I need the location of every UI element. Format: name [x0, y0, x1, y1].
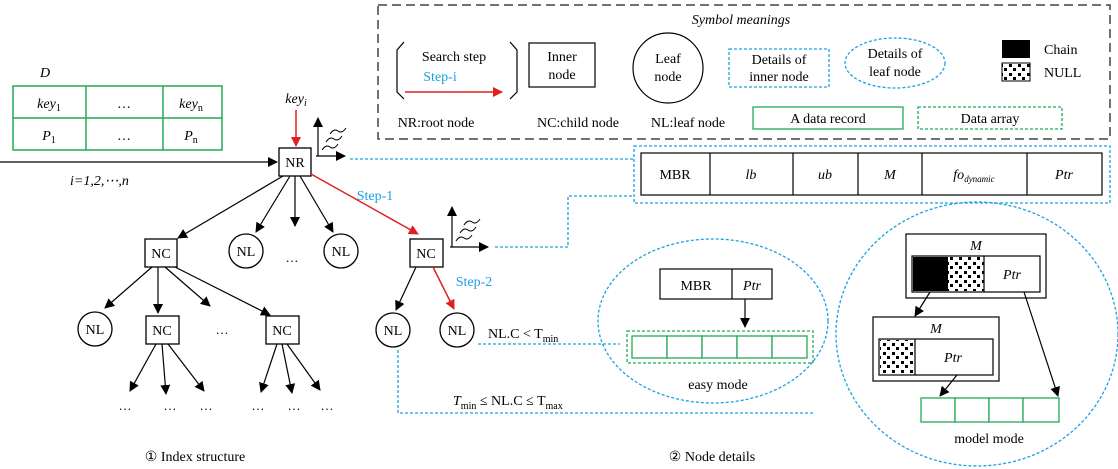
legend-details-leaf: Details of leaf node [844, 37, 946, 89]
tree-ellipsis: … [252, 398, 265, 413]
null-cell [880, 340, 914, 374]
legend-box: Symbol meanings Search step Step-i Inner… [377, 4, 1111, 140]
dataset-p1: P1 [41, 129, 56, 146]
legend-details-leaf-line1: Details of [868, 47, 923, 62]
nr-mini-plot [313, 117, 347, 161]
tree-ellipsis: … [286, 250, 299, 265]
nc-node-label: NC [151, 247, 170, 262]
index-tree: NR Step-1 NC NL … NL NC [77, 117, 493, 465]
nc-node [144, 238, 178, 268]
legend-data-record: A data record [752, 106, 904, 130]
nc-node [265, 315, 300, 345]
legend-data-array-label: Data array [961, 112, 1020, 127]
legend-null: NULL [1001, 62, 1081, 82]
nl-node-active [439, 312, 475, 348]
nl-node [77, 311, 113, 347]
legend-details-inner-line2: inner node [749, 70, 808, 85]
tree-ellipsis: … [164, 398, 177, 413]
nc-node-label: NC [152, 324, 171, 339]
legend-data-array: Data array [917, 106, 1063, 130]
dataset-key1: key1 [37, 97, 61, 114]
nr-node-label: NR [285, 156, 305, 171]
easy-ptr: Ptr [742, 279, 761, 294]
legend-step-i-label: Step-i [423, 70, 457, 85]
field-fo-dynamic: fodynamic [953, 168, 994, 184]
dataset-label: D [39, 66, 50, 81]
step1-arrow [310, 173, 419, 235]
tree-ellipsis: … [119, 398, 132, 413]
easy-mode-detail: MBR Ptr easy mode [597, 238, 829, 404]
field-ptr: Ptr [1054, 168, 1073, 183]
legend-details-inner-line1: Details of [752, 53, 807, 68]
legend-details-inner: Details of inner node [728, 48, 830, 88]
model-ptr-second: Ptr [943, 351, 962, 366]
legend-inner-node: Inner node [528, 42, 596, 88]
tree-ellipsis: … [216, 322, 229, 337]
nl-node-label: NL [86, 323, 105, 338]
field-mbr: MBR [659, 168, 691, 183]
legend-search-step-label: Search step [422, 50, 486, 65]
nc-mini-plot [447, 206, 489, 252]
detail-links [350, 158, 815, 414]
field-m: M [883, 168, 897, 183]
model-m-top: M [969, 239, 983, 254]
nl-node [228, 233, 264, 269]
model-ptr-top: Ptr [1002, 268, 1021, 283]
legend-chain-label: Chain [1044, 43, 1077, 58]
legend-nc-desc: NC:child node [537, 116, 619, 131]
tree-ellipsis: … [288, 398, 301, 413]
nl-node-label: NL [384, 324, 403, 339]
iteration-label: i=1,2,⋯,n [70, 174, 129, 189]
legend-data-record-label: A data record [790, 112, 865, 127]
field-ub: ub [818, 168, 832, 183]
nc-node [145, 315, 180, 345]
legend-leaf-line1: Leaf [655, 52, 681, 67]
legend-inner-line1: Inner [547, 50, 577, 65]
dataset-row1-ellipsis: … [117, 97, 131, 112]
legend-title: Symbol meanings [692, 13, 791, 28]
null-cell [948, 257, 984, 291]
dataset-row2-ellipsis: … [117, 129, 131, 144]
tree-ellipsis: … [321, 398, 334, 413]
model-m-second: M [929, 322, 943, 337]
nl-node [375, 312, 411, 348]
dataset-pn: Pn [183, 129, 198, 146]
legend-null-label: NULL [1044, 66, 1081, 81]
nl-node [323, 233, 359, 269]
step2-arrow [432, 266, 455, 310]
step2-label: Step-2 [456, 275, 493, 290]
legend-leaf-line2: node [654, 70, 681, 85]
legend-nl-desc: NL:leaf node [651, 116, 725, 131]
easy-mode-label: easy mode [688, 378, 747, 393]
legend-search-step: Search step Step-i [396, 41, 518, 100]
model-mode-detail: M Ptr M Ptr model mode [835, 201, 1118, 467]
nl-node-label: NL [237, 245, 256, 260]
key-i-label: keyi [285, 92, 307, 109]
legend-nr-desc: NR:root node [398, 116, 475, 131]
legend-inner-line2: node [548, 68, 575, 83]
model-condition: Tmin ≤ NL.C ≤ Tmax [453, 394, 563, 412]
easy-condition: NL.C < Tmin [488, 327, 558, 345]
field-lb: lb [746, 168, 757, 183]
index-structure-caption: ① Index structure [145, 450, 245, 465]
legend-leaf-node: Leaf node [632, 32, 704, 104]
nc-node-active [409, 238, 444, 268]
step1-label: Step-1 [357, 189, 394, 204]
tree-ellipsis: … [200, 398, 213, 413]
dataset-keyn: keyn [179, 97, 203, 114]
model-mode-label: model mode [954, 432, 1024, 447]
inner-node-detail: MBR lb ub M fodynamic Ptr [633, 145, 1111, 204]
nc-node-label: NC [416, 247, 435, 262]
nc-node-label: NC [272, 324, 291, 339]
easy-mbr: MBR [680, 279, 712, 294]
chain-cell [913, 257, 948, 291]
dataset-table: D key1 … keyn P1 … Pn [12, 66, 223, 151]
legend-chain: Chain [1002, 40, 1077, 58]
legend-details-leaf-line2: leaf node [869, 65, 921, 80]
nl-node-label: NL [332, 245, 351, 260]
node-details-caption: ② Node details [669, 450, 755, 465]
nl-node-label: NL [448, 324, 467, 339]
